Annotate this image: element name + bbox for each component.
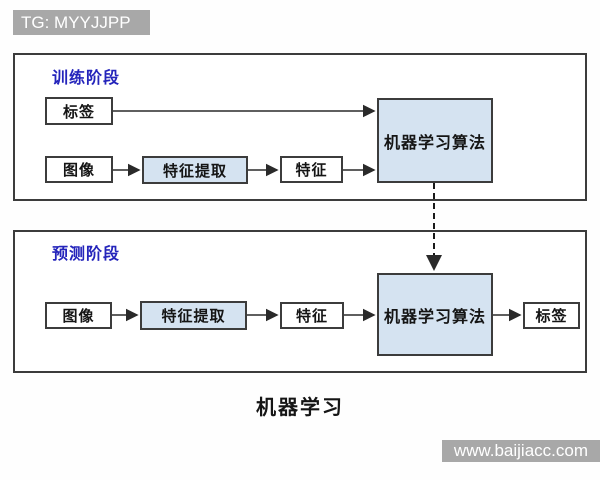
- node-training-label: 标签: [45, 97, 113, 125]
- node-training-feature: 特征: [280, 156, 343, 183]
- node-prediction-feature: 特征: [280, 302, 344, 329]
- diagram-caption: 机器学习: [256, 395, 344, 419]
- prediction-phase-title: 预测阶段: [52, 244, 121, 263]
- node-prediction-feature-extraction: 特征提取: [140, 301, 247, 330]
- tg-watermark: TG: MYYJJPP: [13, 10, 150, 35]
- node-prediction-image: 图像: [45, 302, 112, 329]
- node-training-ml-algorithm: 机器学习算法: [377, 98, 493, 183]
- training-phase-title: 训练阶段: [52, 68, 121, 87]
- node-prediction-ml-algorithm: 机器学习算法: [377, 273, 493, 356]
- node-prediction-label: 标签: [523, 302, 580, 329]
- node-training-feature-extraction: 特征提取: [142, 156, 248, 184]
- node-training-image: 图像: [45, 156, 113, 183]
- site-watermark: www.baijiacc.com: [441, 440, 600, 462]
